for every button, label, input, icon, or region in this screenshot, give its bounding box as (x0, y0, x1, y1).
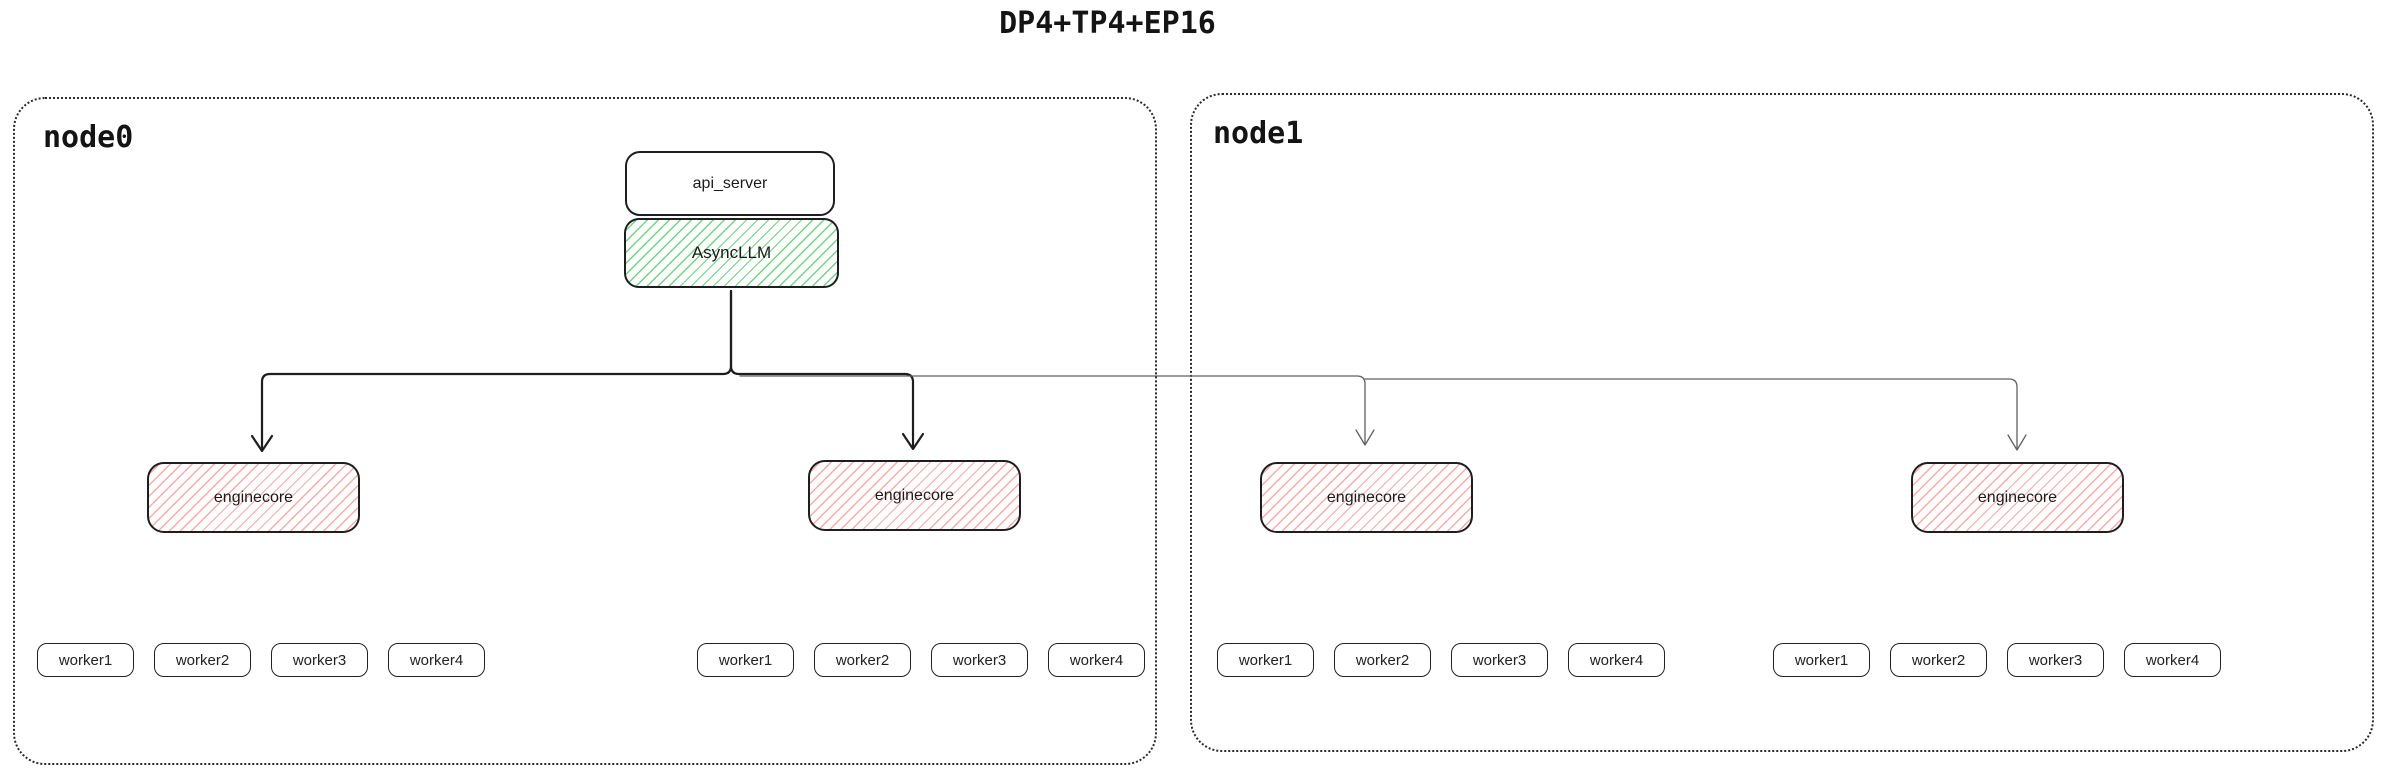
worker-box: worker1 (1217, 643, 1314, 677)
worker-label: worker4 (409, 651, 464, 669)
worker-label: worker3 (1472, 651, 1527, 669)
worker-group-3: worker1 worker2 worker3 worker4 (1217, 643, 1665, 677)
enginecore-label: enginecore (213, 488, 294, 506)
worker-label: worker3 (292, 651, 347, 669)
enginecore-label: enginecore (1977, 488, 2058, 506)
worker-label: worker2 (835, 651, 890, 669)
enginecore-box-2: enginecore (808, 460, 1021, 531)
diagram-title: DP4+TP4+EP16 (999, 6, 1216, 41)
worker-label: worker1 (58, 651, 113, 669)
worker-box: worker3 (271, 643, 368, 677)
enginecore-label: enginecore (1326, 488, 1407, 506)
enginecore-box-3: enginecore (1260, 462, 1473, 533)
asyncllm-box: AsyncLLM (624, 218, 839, 288)
node0-label: node0 (43, 120, 134, 155)
worker-box: worker4 (1048, 643, 1145, 677)
worker-group-1: worker1 worker2 worker3 worker4 (37, 643, 485, 677)
worker-label: worker2 (1911, 651, 1966, 669)
api-server-box: api_server (625, 151, 835, 216)
worker-group-2: worker1 worker2 worker3 worker4 (697, 643, 1145, 677)
worker-box: worker3 (2007, 643, 2104, 677)
worker-label: worker1 (718, 651, 773, 669)
worker-box: worker1 (37, 643, 134, 677)
enginecore-box-1: enginecore (147, 462, 360, 533)
worker-label: worker2 (175, 651, 230, 669)
worker-box: worker4 (388, 643, 485, 677)
worker-label: worker4 (1589, 651, 1644, 669)
worker-box: worker1 (697, 643, 794, 677)
worker-box: worker3 (1451, 643, 1548, 677)
worker-label: worker2 (1355, 651, 1410, 669)
worker-box: worker2 (1334, 643, 1431, 677)
worker-box: worker2 (154, 643, 251, 677)
node1-label: node1 (1213, 116, 1304, 151)
enginecore-box-4: enginecore (1911, 462, 2124, 533)
worker-box: worker4 (2124, 643, 2221, 677)
enginecore-label: enginecore (874, 486, 955, 504)
worker-box: worker2 (1890, 643, 1987, 677)
worker-box: worker3 (931, 643, 1028, 677)
worker-label: worker4 (1069, 651, 1124, 669)
worker-label: worker1 (1238, 651, 1293, 669)
worker-box: worker2 (814, 643, 911, 677)
asyncllm-label: AsyncLLM (691, 243, 772, 262)
worker-label: worker1 (1794, 651, 1849, 669)
worker-group-4: worker1 worker2 worker3 worker4 (1773, 643, 2221, 677)
api-server-label: api_server (692, 174, 768, 192)
worker-label: worker3 (952, 651, 1007, 669)
worker-label: worker4 (2145, 651, 2200, 669)
worker-box: worker4 (1568, 643, 1665, 677)
worker-box: worker1 (1773, 643, 1870, 677)
worker-label: worker3 (2028, 651, 2083, 669)
